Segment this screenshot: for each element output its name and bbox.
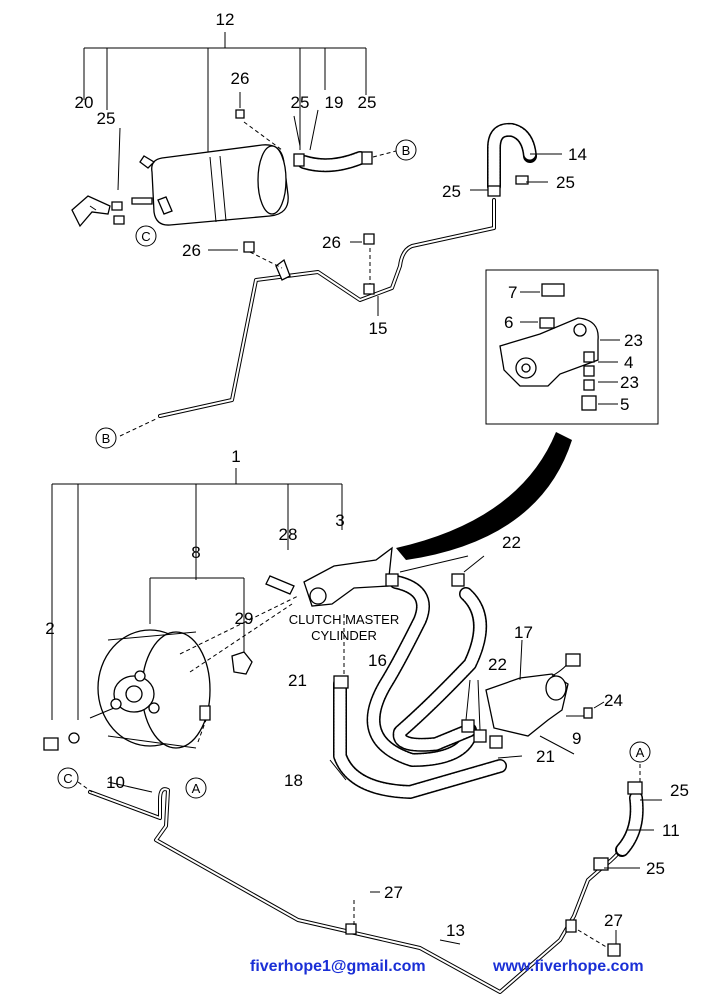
callout-1: 1: [231, 447, 240, 466]
callout-14: 14: [568, 145, 587, 164]
callout-29: 29: [235, 609, 254, 628]
svg-text:B: B: [102, 431, 111, 446]
canister-assembly: [71, 32, 397, 228]
callout-15: 15: [369, 319, 388, 338]
footer-website-link[interactable]: www.fiverhope.com: [493, 958, 644, 975]
callout-4: 4: [624, 353, 633, 372]
callout-25: 25: [358, 93, 377, 112]
callout-21: 21: [288, 671, 307, 690]
ref-C-bottom: C: [57, 767, 79, 789]
svg-text:A: A: [192, 781, 201, 796]
svg-text:C: C: [63, 771, 72, 786]
svg-text:B: B: [402, 143, 411, 158]
callout-27: 27: [604, 911, 623, 930]
callout-26: 26: [182, 241, 201, 260]
callout-16: 16: [368, 651, 387, 670]
callout-25: 25: [442, 182, 461, 201]
clutch-label-line2: CYLINDER: [311, 628, 377, 643]
callout-10: 10: [106, 773, 125, 792]
footer-email-link[interactable]: fiverhope1@gmail.com: [250, 958, 426, 975]
tube-15-group: [119, 198, 496, 437]
callout-26: 26: [322, 233, 341, 252]
ref-C-top: C: [135, 225, 157, 247]
callout-5: 5: [620, 395, 629, 414]
callout-3: 3: [335, 511, 344, 530]
callout-2: 2: [45, 619, 54, 638]
callout-24: 24: [604, 691, 623, 710]
callout-6: 6: [504, 313, 513, 332]
ref-B-bottom: B: [95, 427, 117, 449]
callout-17: 17: [514, 623, 533, 642]
ref-A-booster: A: [185, 777, 207, 799]
callout-25: 25: [291, 93, 310, 112]
svg-text:A: A: [636, 745, 645, 760]
clutch-label-line1: CLUTCH MASTER: [289, 612, 400, 627]
callout-26: 26: [231, 69, 250, 88]
hose-14-group: [487, 122, 537, 197]
callout-19: 19: [325, 93, 344, 112]
callout-12: 12: [216, 10, 235, 29]
callout-23: 23: [620, 373, 639, 392]
callout-7: 7: [508, 283, 517, 302]
callout-20: 20: [75, 93, 94, 112]
reservoir-hoses: [333, 555, 593, 799]
callout-18: 18: [284, 771, 303, 790]
ref-B-top: B: [395, 139, 417, 161]
callout-25: 25: [670, 781, 689, 800]
callout-25: 25: [646, 859, 665, 878]
ref-A-bottom: A: [629, 741, 651, 763]
callout-25: 25: [97, 109, 116, 128]
master-cylinder-inset: [485, 269, 659, 425]
detail-pointer-arrow: [396, 432, 572, 560]
callout-13: 13: [446, 921, 465, 940]
callout-8: 8: [191, 543, 200, 562]
callouts: 12 20 25 26 25 19 25 14 25 25 26 26 15 7…: [45, 10, 689, 940]
callout-23: 23: [624, 331, 643, 350]
callout-25: 25: [556, 173, 575, 192]
callout-22: 22: [502, 533, 521, 552]
callout-9: 9: [572, 729, 581, 748]
callout-27: 27: [384, 883, 403, 902]
callout-28: 28: [279, 525, 298, 544]
svg-text:C: C: [141, 229, 150, 244]
callout-22: 22: [488, 655, 507, 674]
booster-assembly: [43, 468, 393, 751]
callout-11: 11: [662, 821, 680, 840]
callout-21: 21: [536, 747, 555, 766]
